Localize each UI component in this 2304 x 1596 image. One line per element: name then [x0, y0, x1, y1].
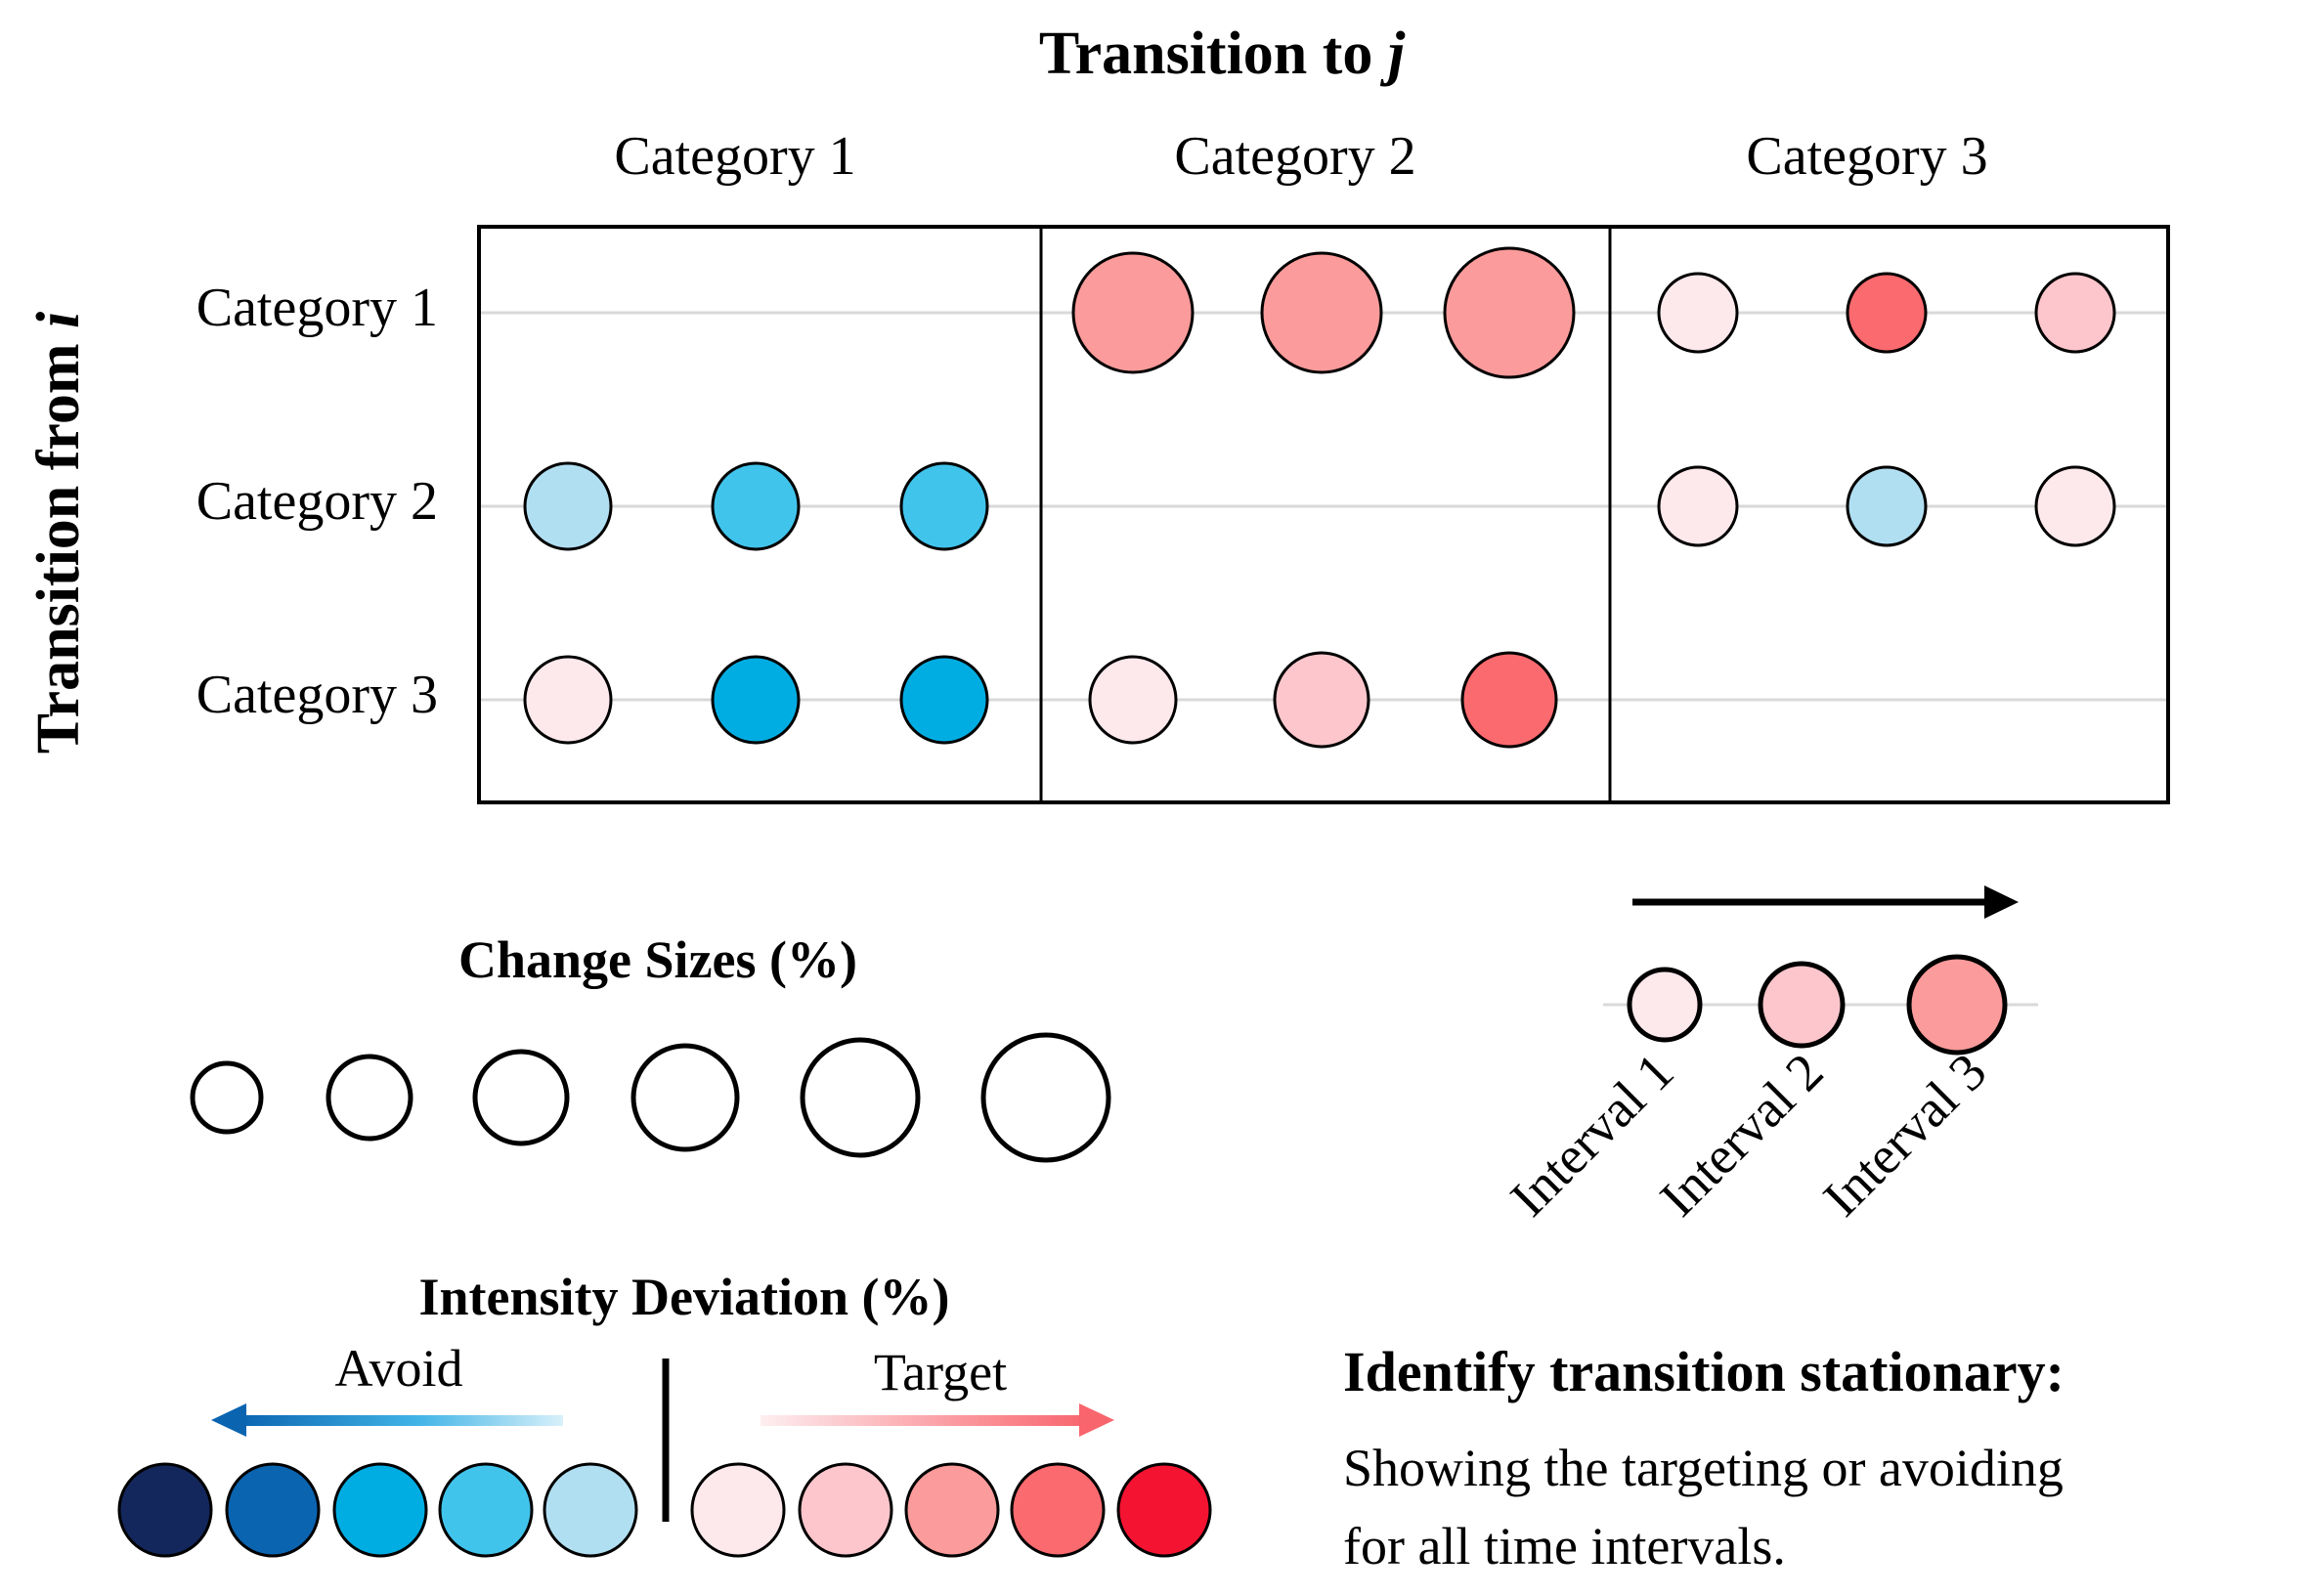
transition-circle-2-to-1-interval-1 [523, 461, 613, 551]
target-arrow-shaft [761, 1415, 1087, 1426]
intensity-legend-title: Intensity Deviation (%) [419, 1268, 950, 1326]
transition-circle-1-to-2-interval-2 [1260, 251, 1383, 374]
column-header-category-3: Category 3 [1746, 126, 1987, 187]
transition-circle-3-to-1-interval-3 [899, 655, 989, 745]
time-arrow-head [1984, 885, 2019, 919]
target-arrow [761, 1403, 1114, 1437]
explanation-line-2: for all time intervals. [1343, 1517, 1786, 1575]
avoid-label: Avoid [335, 1339, 463, 1398]
transition-circle-3-to-2-interval-3 [1460, 651, 1558, 749]
target-swatch-5 [1116, 1462, 1212, 1558]
time-arrow [1632, 885, 2019, 919]
size-legend-circle-6 [980, 1032, 1111, 1163]
transition-circle-1-to-2-interval-1 [1071, 251, 1195, 374]
interval-legend-circle-3 [1906, 954, 2008, 1056]
interval-1-label: Interval 1 [1500, 1042, 1685, 1228]
avoid-arrow [211, 1403, 563, 1437]
transition-circle-3-to-1-interval-2 [711, 655, 801, 745]
size-legend-circle-5 [800, 1037, 921, 1158]
avoid-swatch-5 [543, 1462, 638, 1558]
target-swatch-1 [690, 1462, 786, 1558]
transition-circle-3-to-2-interval-1 [1088, 655, 1178, 745]
interval-3-label: Interval 3 [1812, 1042, 1998, 1228]
avoid-swatch-3 [332, 1462, 428, 1558]
transition-circle-2-to-1-interval-2 [711, 461, 801, 551]
interval-legend-circle-1 [1627, 967, 1703, 1043]
row-axis-title: Transition from i [25, 312, 92, 754]
transition-circle-1-to-3-interval-1 [1657, 272, 1739, 354]
size-legend [190, 1032, 1111, 1163]
size-legend-circle-3 [472, 1049, 570, 1146]
transition-circle-1-to-3-interval-3 [2034, 272, 2116, 354]
interval-legend [1627, 954, 2008, 1056]
transition-circle-1-to-3-interval-2 [1846, 272, 1928, 354]
transition-circle-3-to-2-interval-2 [1273, 651, 1370, 749]
transition-circle-2-to-3-interval-2 [1846, 465, 1928, 547]
target-swatch-4 [1010, 1462, 1106, 1558]
target-label: Target [874, 1343, 1007, 1402]
avoid-swatch-1 [117, 1462, 213, 1558]
target-arrow-head [1079, 1403, 1114, 1437]
target-swatch-3 [904, 1462, 1000, 1558]
interval-legend-circle-2 [1758, 961, 1846, 1049]
row-header-category-3: Category 3 [196, 665, 438, 725]
explanation-heading: Identify transition stationary: [1343, 1340, 2065, 1403]
avoid-swatch-4 [438, 1462, 534, 1558]
size-legend-circle-4 [630, 1043, 740, 1152]
matrix-frame [477, 225, 2170, 804]
column-axis-title: Transition to j [1039, 21, 1406, 87]
avoid-swatch-2 [225, 1462, 321, 1558]
transition-circle-1-to-2-interval-3 [1443, 246, 1576, 379]
transition-circle-2-to-1-interval-3 [899, 461, 989, 551]
column-header-category-1: Category 1 [614, 126, 855, 187]
size-legend-circle-1 [190, 1060, 264, 1135]
avoid-arrow-head [211, 1403, 246, 1437]
transition-circle-2-to-3-interval-3 [2034, 465, 2116, 547]
size-legend-title: Change Sizes (%) [458, 930, 857, 989]
column-header-category-2: Category 2 [1174, 126, 1415, 187]
transition-circle-2-to-3-interval-1 [1657, 465, 1739, 547]
target-swatch-2 [798, 1462, 893, 1558]
transition-circle-3-to-1-interval-1 [523, 655, 613, 745]
avoid-arrow-shaft [239, 1415, 563, 1426]
interval-2-label: Interval 2 [1649, 1042, 1835, 1228]
row-header-category-1: Category 1 [196, 278, 438, 338]
explanation-line-1: Showing the targeting or avoiding [1343, 1439, 2064, 1497]
intensity-swatches [117, 1462, 1212, 1558]
size-legend-circle-2 [326, 1054, 413, 1142]
matrix-circles [523, 246, 2116, 749]
row-header-category-2: Category 2 [196, 471, 438, 532]
